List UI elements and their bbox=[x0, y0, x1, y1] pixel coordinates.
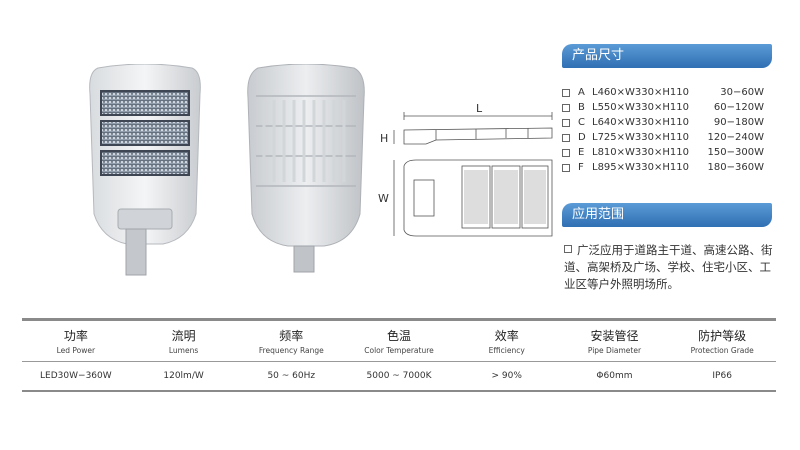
street-light-front-image bbox=[89, 64, 201, 276]
checkbox-icon bbox=[562, 118, 570, 127]
width-label: W bbox=[378, 192, 389, 205]
length-label: L bbox=[476, 102, 483, 115]
product-size-header: 产品尺寸 bbox=[562, 44, 772, 68]
checkbox-icon bbox=[562, 163, 570, 172]
dimension-drawing: L H W bbox=[378, 102, 553, 237]
spec-value-row: LED30W−360W 120lm/W 50 ~ 60Hz 5000 ~ 700… bbox=[22, 362, 776, 392]
value-color-temp: 5000 ~ 7000K bbox=[366, 371, 432, 381]
value-protection: IP66 bbox=[712, 371, 732, 381]
checkbox-icon bbox=[562, 103, 570, 112]
value-lumens: 120lm/W bbox=[163, 371, 204, 381]
checkbox-icon bbox=[562, 88, 570, 97]
checkbox-icon bbox=[562, 133, 570, 142]
application-text: 广泛应用于道路主干道、高速公路、街道、高架桥及广场、学校、住宅小区、工业区等户外… bbox=[564, 243, 773, 291]
application-text-block: 广泛应用于道路主干道、高速公路、街道、高架桥及广场、学校、住宅小区、工业区等户外… bbox=[564, 242, 778, 293]
value-frequency: 50 ~ 60Hz bbox=[267, 371, 316, 381]
value-pipe-diameter: Φ60mm bbox=[596, 371, 633, 381]
height-label: H bbox=[380, 132, 388, 145]
value-power: LED30W−360W bbox=[40, 371, 112, 381]
value-efficiency: > 90% bbox=[491, 371, 522, 381]
application-header: 应用范围 bbox=[562, 203, 772, 227]
street-light-back-image bbox=[247, 64, 365, 273]
checkbox-icon bbox=[564, 245, 572, 253]
checkbox-icon bbox=[562, 148, 570, 157]
table-top-rule bbox=[22, 318, 776, 321]
